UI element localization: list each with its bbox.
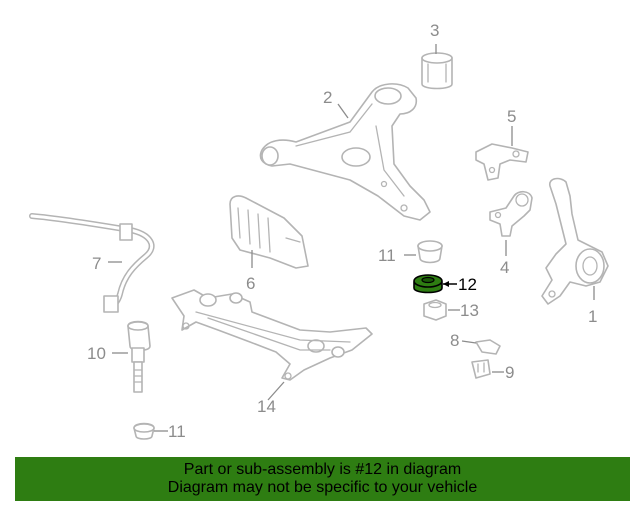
label-4: 4 — [500, 258, 509, 277]
label-11-lower: 11 — [168, 422, 186, 441]
label-8: 8 — [450, 331, 459, 350]
part-5-bracket[interactable] — [475, 143, 529, 181]
part-1-steering-knuckle[interactable] — [541, 177, 609, 305]
part-13-nut[interactable] — [423, 299, 447, 321]
part-2-control-arm[interactable] — [259, 83, 431, 221]
label-11-upper: 11 — [378, 246, 396, 265]
part-11-bump-stop-lower[interactable] — [133, 422, 155, 440]
part-9-small-bushing[interactable] — [471, 359, 491, 379]
part-8-clip[interactable] — [475, 339, 501, 355]
part-14-subframe[interactable] — [171, 289, 373, 381]
info-banner: Part or sub-assembly is #12 in diagram D… — [15, 457, 630, 501]
part-6-shield[interactable] — [229, 195, 309, 269]
banner-line-2: Diagram may not be specific to your vehi… — [167, 479, 478, 496]
label-6: 6 — [246, 274, 255, 293]
label-5: 5 — [507, 107, 516, 126]
part-10-stabilizer-link[interactable] — [127, 320, 151, 393]
label-1: 1 — [588, 307, 597, 326]
part-11-bump-stop-upper[interactable] — [417, 240, 443, 264]
label-10: 10 — [87, 344, 106, 363]
label-14: 14 — [257, 397, 276, 416]
banner-line-1: Part or sub-assembly is #12 in diagram — [183, 461, 462, 478]
label-13: 13 — [460, 301, 479, 320]
part-12-mount-highlighted[interactable] — [413, 274, 443, 294]
label-3: 3 — [430, 21, 439, 40]
part-3-bushing[interactable] — [421, 52, 453, 90]
label-9: 9 — [505, 363, 514, 382]
part-4-ball-joint[interactable] — [489, 190, 533, 237]
part-7-stabilizer-bar[interactable] — [29, 213, 155, 313]
label-2: 2 — [323, 88, 332, 107]
label-7: 7 — [92, 254, 101, 273]
label-12: 12 — [458, 275, 477, 294]
